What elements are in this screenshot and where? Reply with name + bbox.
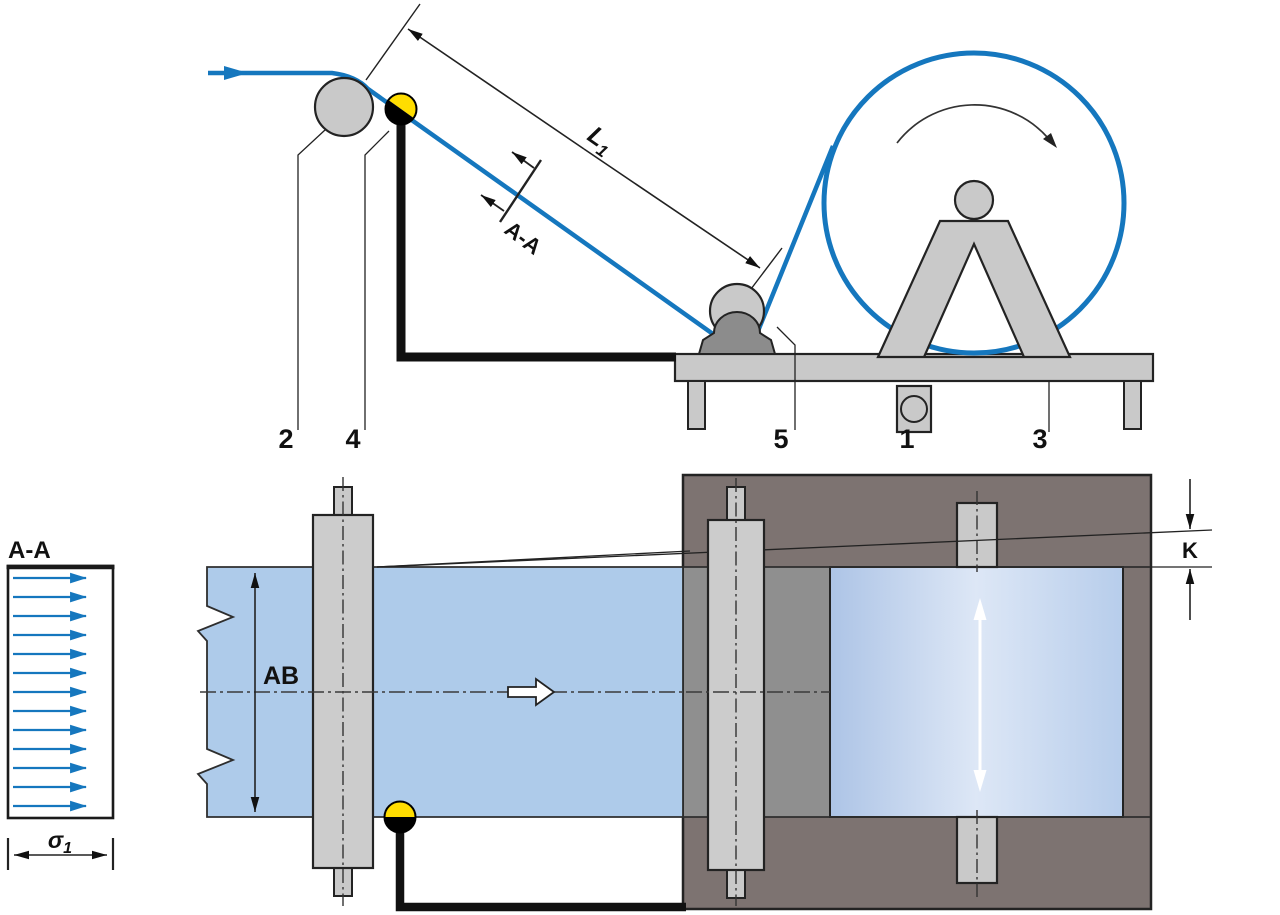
web-direction-arrow-icon (224, 66, 248, 80)
drive-mount-bearing (900, 395, 928, 423)
section-aa-view: A-A σ1 (6, 537, 115, 870)
roll-core-shaft (953, 179, 995, 221)
span-length-label: L1 (580, 121, 619, 161)
section-marker-label: A-A (500, 216, 546, 260)
leader-line-part4 (364, 130, 390, 430)
original-edge-extension-line (376, 529, 1213, 568)
base-foot-right (1123, 380, 1142, 430)
roll-stand (876, 219, 1072, 359)
roll-traverse-arrow (973, 598, 987, 792)
web-width-dimension: AB (250, 573, 299, 812)
lateral-offset-dimension: K (1182, 479, 1198, 620)
web-width-label: AB (263, 662, 299, 690)
span-length-dimension: L1 (365, 3, 783, 294)
machine-base-rail (673, 352, 1155, 383)
core-stub-bottom (955, 815, 999, 885)
edge-wedge-line (376, 550, 691, 568)
part-label-3: 3 (1032, 424, 1047, 454)
part-label-1: 1 (899, 424, 914, 454)
web-direction-block-arrow (507, 677, 556, 707)
entry-guide-roller (313, 76, 375, 138)
stress-dimension: σ1 (6, 827, 115, 870)
lateral-offset-label: K (1182, 538, 1198, 563)
side-view: L1 A-A 2 4 5 1 3 (208, 3, 1155, 454)
section-view-title: A-A (8, 537, 51, 564)
sensor-black-half (384, 817, 416, 833)
stress-label: σ1 (48, 827, 72, 857)
plan-view: K AB (196, 473, 1213, 912)
part-label-2: 2 (278, 424, 293, 454)
edge-sensor-plan (383, 800, 417, 834)
part-label-5: 5 (773, 424, 788, 454)
tension-sensor-side (384, 92, 418, 126)
part-label-4: 4 (345, 424, 360, 454)
sensor-yellow-half (388, 94, 417, 118)
rotation-arrow-head-icon (1043, 133, 1057, 148)
leader-line-part2 (297, 129, 326, 430)
roller-pedestal (697, 311, 777, 355)
base-foot-left (687, 380, 706, 430)
rotation-arrow-arc (896, 104, 1049, 144)
section-cut-marker: A-A (480, 151, 546, 260)
sensor-yellow-half (384, 801, 416, 817)
edge-sensor-signal-line (395, 824, 686, 912)
sensor-black-half (385, 100, 414, 124)
frame-roller-plan (706, 518, 766, 872)
leader-line-part5 (776, 326, 796, 430)
sensor-signal-line (396, 118, 676, 362)
stress-arrows (13, 572, 88, 812)
